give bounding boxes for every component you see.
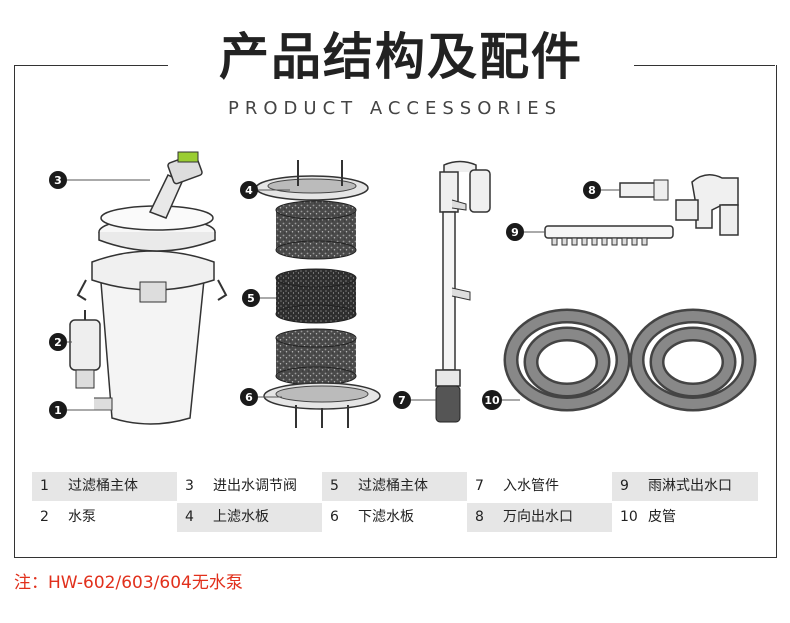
parts-cell: 5 过滤桶主体 xyxy=(322,472,467,501)
part-number: 8 xyxy=(475,509,484,525)
part-name: 进出水调节阀 xyxy=(213,478,297,494)
leader-lines xyxy=(67,179,620,411)
callout-2: 2 xyxy=(49,333,67,351)
part-name: 入水管件 xyxy=(503,478,559,494)
callout-5: 5 xyxy=(242,289,260,307)
directional-outlet xyxy=(619,179,669,201)
page-title: 产品结构及配件 xyxy=(219,28,583,86)
part-name: 下滤水板 xyxy=(358,509,414,525)
callout-1: 1 xyxy=(49,401,67,419)
intake-pipe xyxy=(435,160,491,423)
parts-cell: 3 进出水调节阀 xyxy=(177,472,322,501)
svg-text:9: 9 xyxy=(511,226,519,239)
svg-text:3: 3 xyxy=(54,174,62,187)
part-name: 上滤水板 xyxy=(213,509,269,525)
water-pump xyxy=(69,310,113,411)
svg-text:2: 2 xyxy=(54,336,62,349)
parts-table: 1 过滤桶主体 2 水泵 3 进出水调节阀 4 上滤水板 5 过滤桶主体 6 下… xyxy=(32,472,758,532)
hose-right xyxy=(629,308,757,412)
elbow-fittings xyxy=(675,174,739,236)
adjust-valve xyxy=(148,151,203,219)
svg-text:6: 6 xyxy=(245,391,253,404)
part-name: 过滤桶主体 xyxy=(358,478,428,494)
footnote: 注：HW-602/603/604无水泵 xyxy=(14,573,243,593)
svg-text:4: 4 xyxy=(245,184,253,197)
part-number: 3 xyxy=(185,478,194,494)
part-number: 6 xyxy=(330,509,339,525)
part-number: 1 xyxy=(40,478,49,494)
parts-cell: 10 皮管 xyxy=(612,503,758,532)
callout-6: 6 xyxy=(240,388,258,406)
part-number: 10 xyxy=(620,509,638,525)
svg-text:1: 1 xyxy=(54,404,62,417)
callout-3: 3 xyxy=(49,171,67,189)
callout-8: 8 xyxy=(583,181,601,199)
top-filter-plate xyxy=(255,160,369,201)
part-name: 水泵 xyxy=(68,509,96,525)
spray-bar xyxy=(544,225,674,246)
sponge-middle xyxy=(275,268,357,324)
svg-text:8: 8 xyxy=(588,184,596,197)
part-number: 4 xyxy=(185,509,194,525)
part-name: 过滤桶主体 xyxy=(68,478,138,494)
callout-7: 7 xyxy=(393,391,411,409)
callout-10: 10 xyxy=(482,390,502,410)
parts-cell: 4 上滤水板 xyxy=(177,503,322,532)
svg-text:10: 10 xyxy=(484,394,500,407)
svg-text:7: 7 xyxy=(398,394,406,407)
part-name: 万向出水口 xyxy=(503,509,573,525)
parts-cell: 8 万向出水口 xyxy=(467,503,612,532)
parts-cell: 9 雨淋式出水口 xyxy=(612,472,758,501)
part-number: 5 xyxy=(330,478,339,494)
sponge-bottom xyxy=(275,328,357,386)
callout-9: 9 xyxy=(506,223,524,241)
frame-top-left-line xyxy=(14,65,168,66)
hose-left xyxy=(503,308,631,412)
canister-lid xyxy=(98,205,216,252)
frame-top-right-line xyxy=(634,65,775,66)
parts-cell: 6 下滤水板 xyxy=(322,503,467,532)
part-number: 2 xyxy=(40,509,49,525)
parts-cell: 2 水泵 xyxy=(32,503,177,532)
callout-4: 4 xyxy=(240,181,258,199)
sponge-top xyxy=(275,200,357,260)
parts-cell: 7 入水管件 xyxy=(467,472,612,501)
bottom-filter-plate xyxy=(263,382,381,428)
part-number: 7 xyxy=(475,478,484,494)
part-number: 9 xyxy=(620,478,629,494)
part-name: 雨淋式出水口 xyxy=(648,478,732,494)
content-frame xyxy=(14,65,777,558)
page-subtitle: PRODUCT ACCESSORIES xyxy=(228,98,562,119)
parts-cell: 1 过滤桶主体 xyxy=(32,472,177,501)
svg-text:5: 5 xyxy=(247,292,255,305)
part-name: 皮管 xyxy=(648,509,676,525)
canister-body xyxy=(76,250,228,425)
